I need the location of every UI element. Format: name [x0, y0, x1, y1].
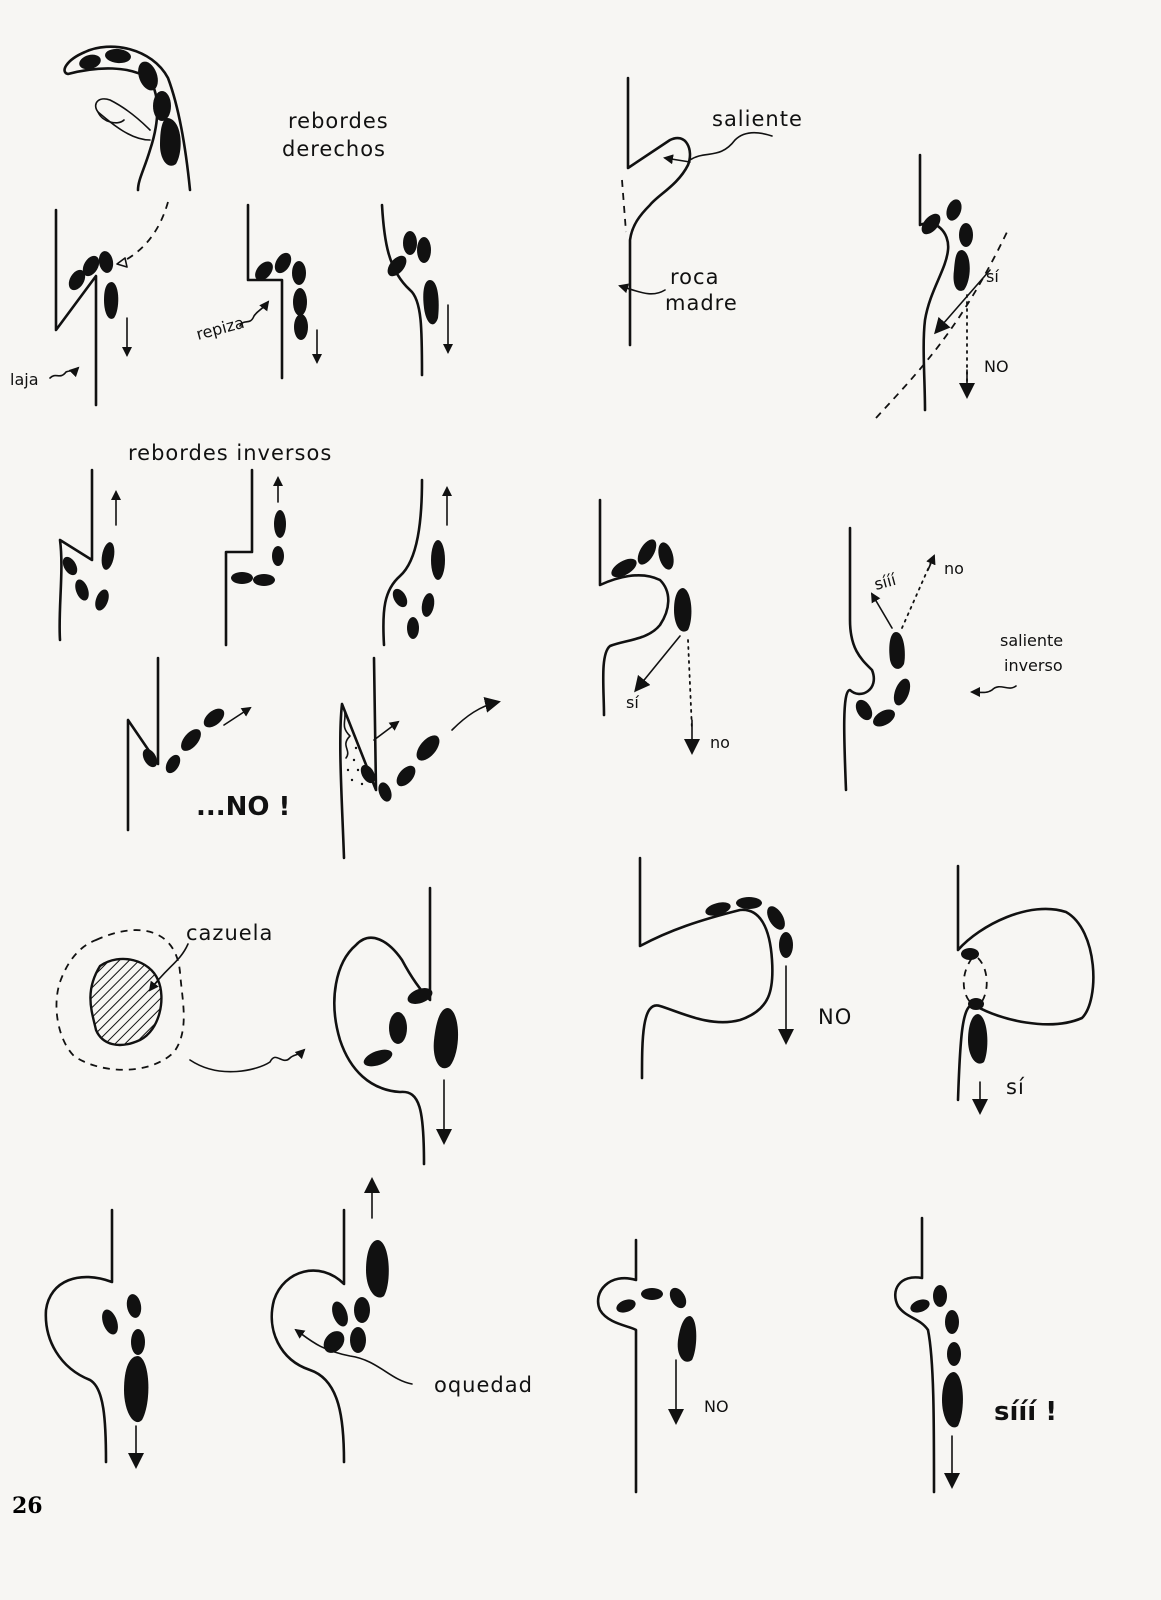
saliente-label: saliente: [712, 107, 803, 131]
inverted-edge-figure-2: [224, 468, 286, 647]
inverted-edge-figure-3: [382, 478, 452, 647]
no-label-1: NO: [984, 357, 1009, 376]
no-label-3: no: [944, 559, 964, 578]
oquedad-label: oquedad: [434, 1373, 533, 1397]
si-label-3: sí: [1006, 1075, 1025, 1099]
cazuela-label: cazuela: [186, 921, 273, 945]
sloping-edge-figure: sí NO: [875, 153, 1009, 419]
siii-label-1: sííí: [872, 570, 898, 594]
madre-label: madre: [665, 291, 738, 315]
no-label-2: no: [710, 733, 730, 752]
repiza-label: repiza: [194, 313, 246, 344]
si-label-2: sí: [626, 693, 639, 712]
hand-to-edge-dashed-arrow: [121, 201, 169, 263]
inverted-edge-figure-1: [58, 468, 121, 642]
rebordes-derechos-label-1: rebordes: [288, 109, 389, 133]
edge-figure-laja: laja: [10, 208, 132, 407]
si-label-1: sí: [986, 267, 999, 286]
edge-figure-rounded: [380, 203, 453, 377]
page-number: 26: [12, 1493, 43, 1519]
tunnel-si-figure: sí: [956, 864, 1095, 1115]
rebordes-derechos-label-2: derechos: [282, 137, 386, 161]
hand-gripping-edge: [63, 45, 192, 192]
lip-siii-figure: sííí !: [893, 1216, 1057, 1494]
hollow-figure-2: oquedad: [270, 1177, 533, 1464]
lip-no-figure: NO: [596, 1238, 729, 1494]
cazuela-figure: cazuela: [55, 921, 306, 1073]
laja-label: laja: [10, 370, 39, 389]
overhang-figure-1: sí no: [598, 498, 730, 755]
saliente-inverso-label-1: saliente: [1000, 631, 1063, 650]
downward-edge-no-figure: ...NO !: [126, 656, 290, 832]
roca-label: roca: [670, 265, 719, 289]
hollow-arrowhead: [116, 257, 128, 268]
edge-figure-repiza: repiza: [194, 203, 322, 380]
saliente-inverso-label-2: inverso: [1004, 656, 1063, 675]
overhang-figure-2: sííí no saliente inverso: [842, 526, 1063, 792]
siii-label-2: sííí !: [994, 1397, 1057, 1427]
rebordes-inversos-label: rebordes inversos: [128, 441, 332, 465]
no-exclaim-label: ...NO !: [196, 792, 290, 822]
shelf-lip-no-figure: NO: [638, 856, 852, 1080]
no-label-5: NO: [704, 1397, 729, 1416]
hollow-figure-1: [44, 1208, 149, 1469]
pocket-figure: [333, 886, 459, 1166]
no-label-4: NO: [818, 1005, 852, 1029]
crumbly-edge-figure: [338, 656, 501, 860]
saliente-figure: saliente roca madre: [618, 76, 803, 347]
